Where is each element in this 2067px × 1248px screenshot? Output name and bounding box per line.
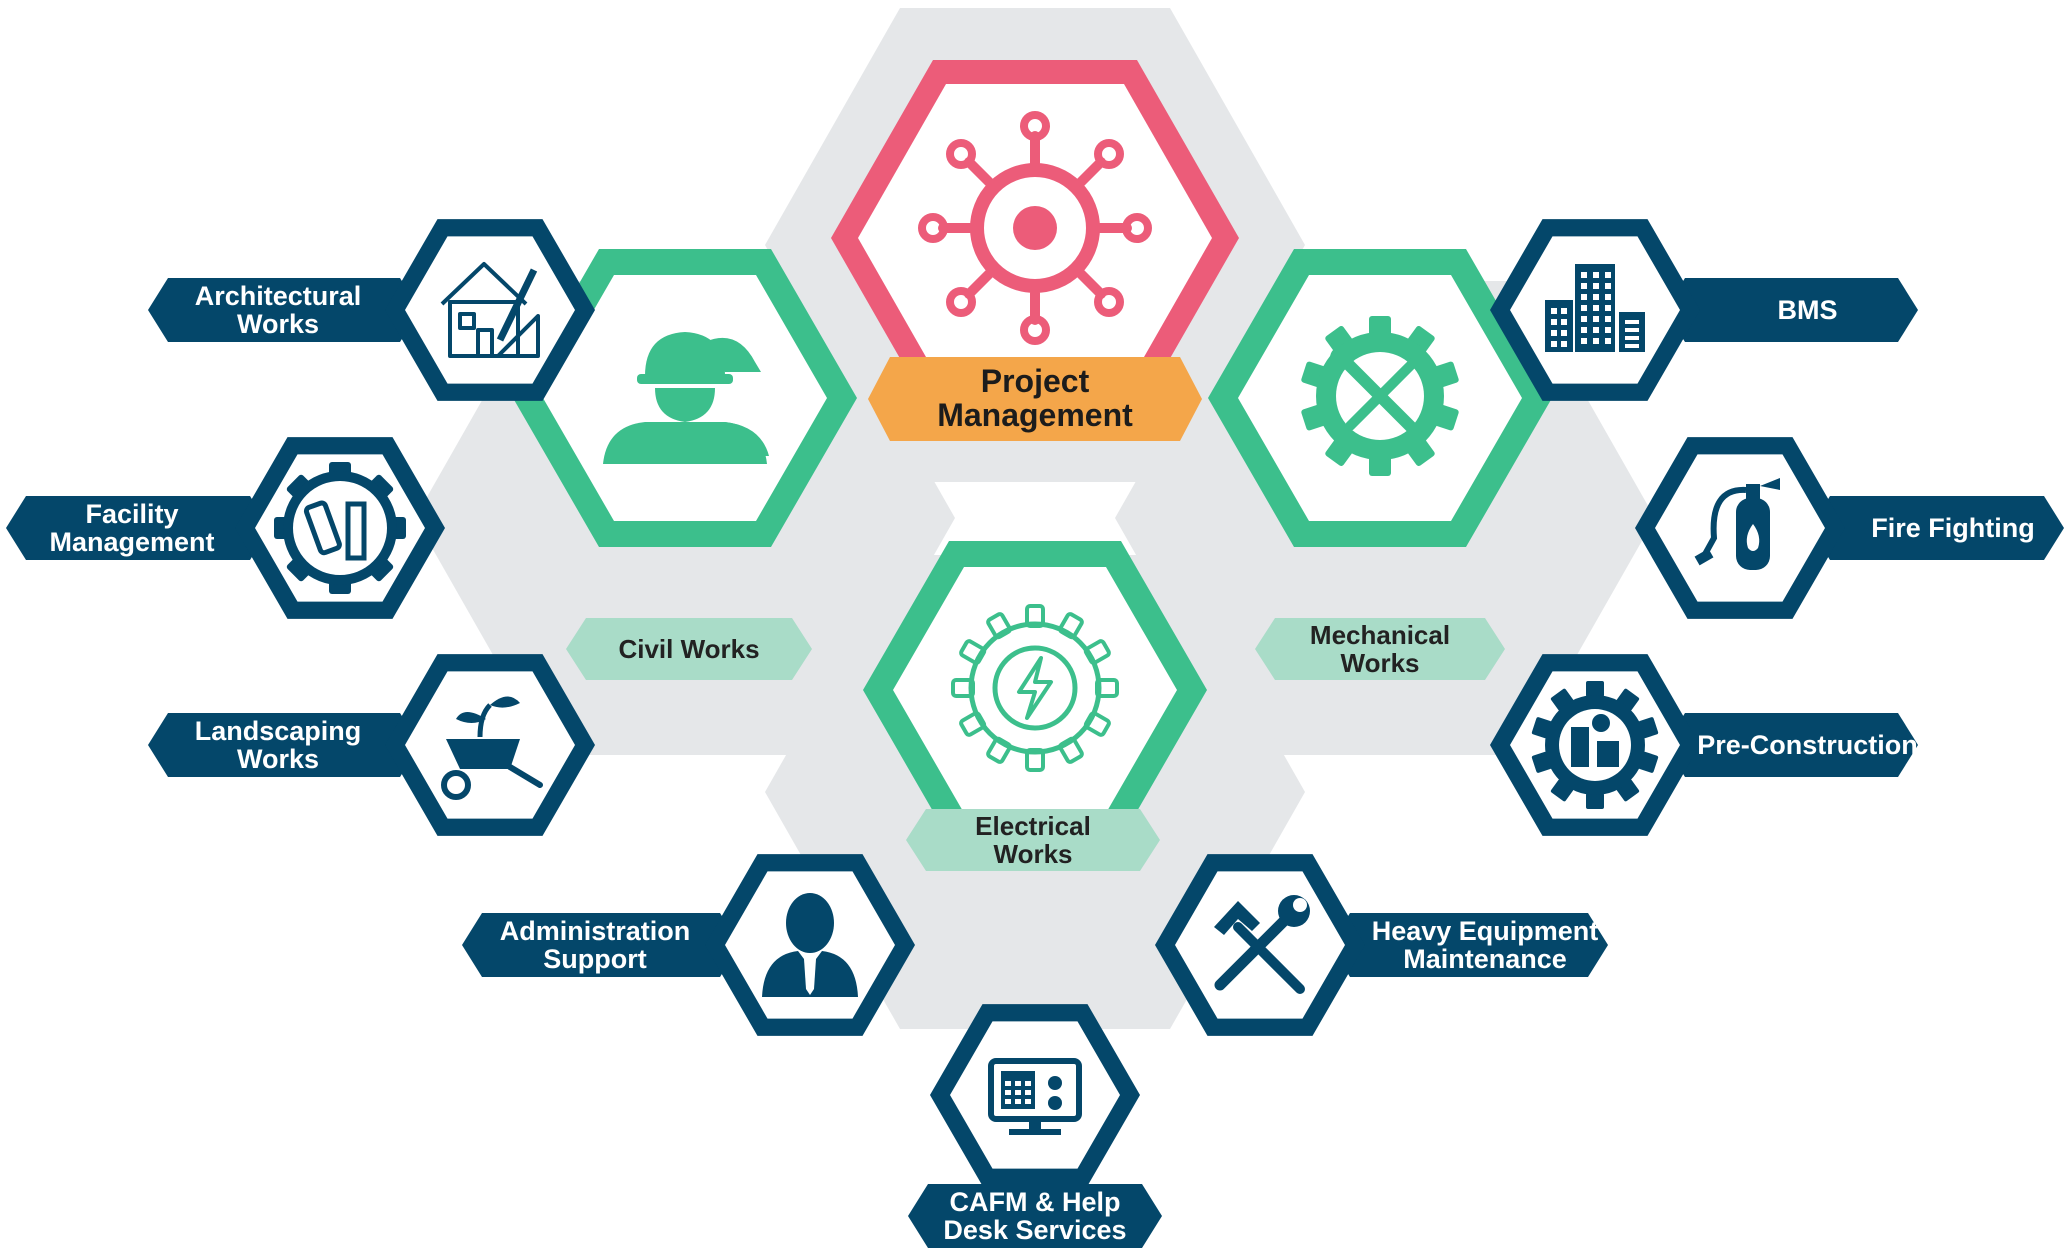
service-node-pre-construction: Pre-Construction [1490, 654, 1918, 836]
label-line1: Architectural [195, 281, 362, 311]
service-text-bms: BMS [1778, 295, 1838, 325]
service-label-facility [6, 496, 270, 560]
project-management-title-line2: Management [937, 397, 1133, 433]
service-label-cafm [908, 1184, 1162, 1248]
monitor-calendar-icon [988, 1058, 1082, 1135]
house-blueprint-icon [440, 262, 540, 358]
label-line2: Works [237, 309, 319, 339]
person-avatar-icon [762, 893, 858, 997]
service-node-bms: BMS [1490, 219, 1918, 401]
fire-extinguisher-icon [1694, 478, 1780, 570]
service-label-bms [1665, 278, 1918, 342]
label-line2: Support [543, 944, 646, 974]
buildings-icon [1545, 264, 1645, 352]
wrench-screwdriver-gear-icon [1301, 316, 1459, 476]
core-label-civil: Civil Works [566, 618, 812, 680]
service-node-fire-fighting: Fire Fighting [1635, 437, 2064, 619]
hammer-wrench-icon [1214, 895, 1310, 994]
label-line2: Works [994, 839, 1073, 869]
gear-tools-icon [274, 462, 406, 594]
workers-helmet-icon [603, 332, 769, 464]
gear-globe-icon [1531, 681, 1659, 809]
label-line2: Works [1341, 648, 1420, 678]
label-line2: Maintenance [1403, 944, 1567, 974]
core-node-civil: Civil Works [513, 249, 857, 680]
service-label-heavy-equipment [1330, 913, 1608, 977]
service-label-pre-construction [1665, 713, 1918, 777]
project-management-title-line1: Project [981, 363, 1090, 399]
label-line1: CAFM & Help [950, 1187, 1121, 1217]
service-label-architectural [148, 278, 420, 342]
service-label-landscaping [148, 713, 420, 777]
wheelbarrow-plant-icon [441, 696, 543, 800]
gear-virus-icon [918, 111, 1152, 345]
service-text-fire-fighting: Fire Fighting [1871, 513, 2034, 543]
label-line1: Civil Works [618, 634, 759, 664]
service-nodes: ArchitecturalWorksFacilityManagementLand… [6, 219, 2064, 1248]
label-line1: Facility [85, 499, 178, 529]
label-line2: Works [237, 744, 319, 774]
gear-lightning-icon [951, 604, 1119, 772]
label-line1: Administration [500, 916, 691, 946]
label-line2: Desk Services [943, 1215, 1126, 1245]
label-line1: Landscaping [195, 716, 362, 746]
project-management-node: Project Management [831, 60, 1239, 441]
label-line1: Pre-Construction [1697, 730, 1918, 760]
label-line1: BMS [1778, 295, 1838, 325]
service-text-pre-construction: Pre-Construction [1697, 730, 1918, 760]
project-management-banner [868, 357, 1202, 441]
label-line1: Electrical [975, 811, 1091, 841]
label-line1: Mechanical [1310, 620, 1450, 650]
label-line2: Management [49, 527, 214, 557]
service-label-administration [462, 913, 740, 977]
service-label-fire-fighting [1810, 496, 2064, 560]
core-services: Civil WorksElectricalWorksMechanicalWork… [513, 249, 1552, 871]
label-line1: Heavy Equipment [1372, 916, 1599, 946]
label-line1: Fire Fighting [1871, 513, 2034, 543]
